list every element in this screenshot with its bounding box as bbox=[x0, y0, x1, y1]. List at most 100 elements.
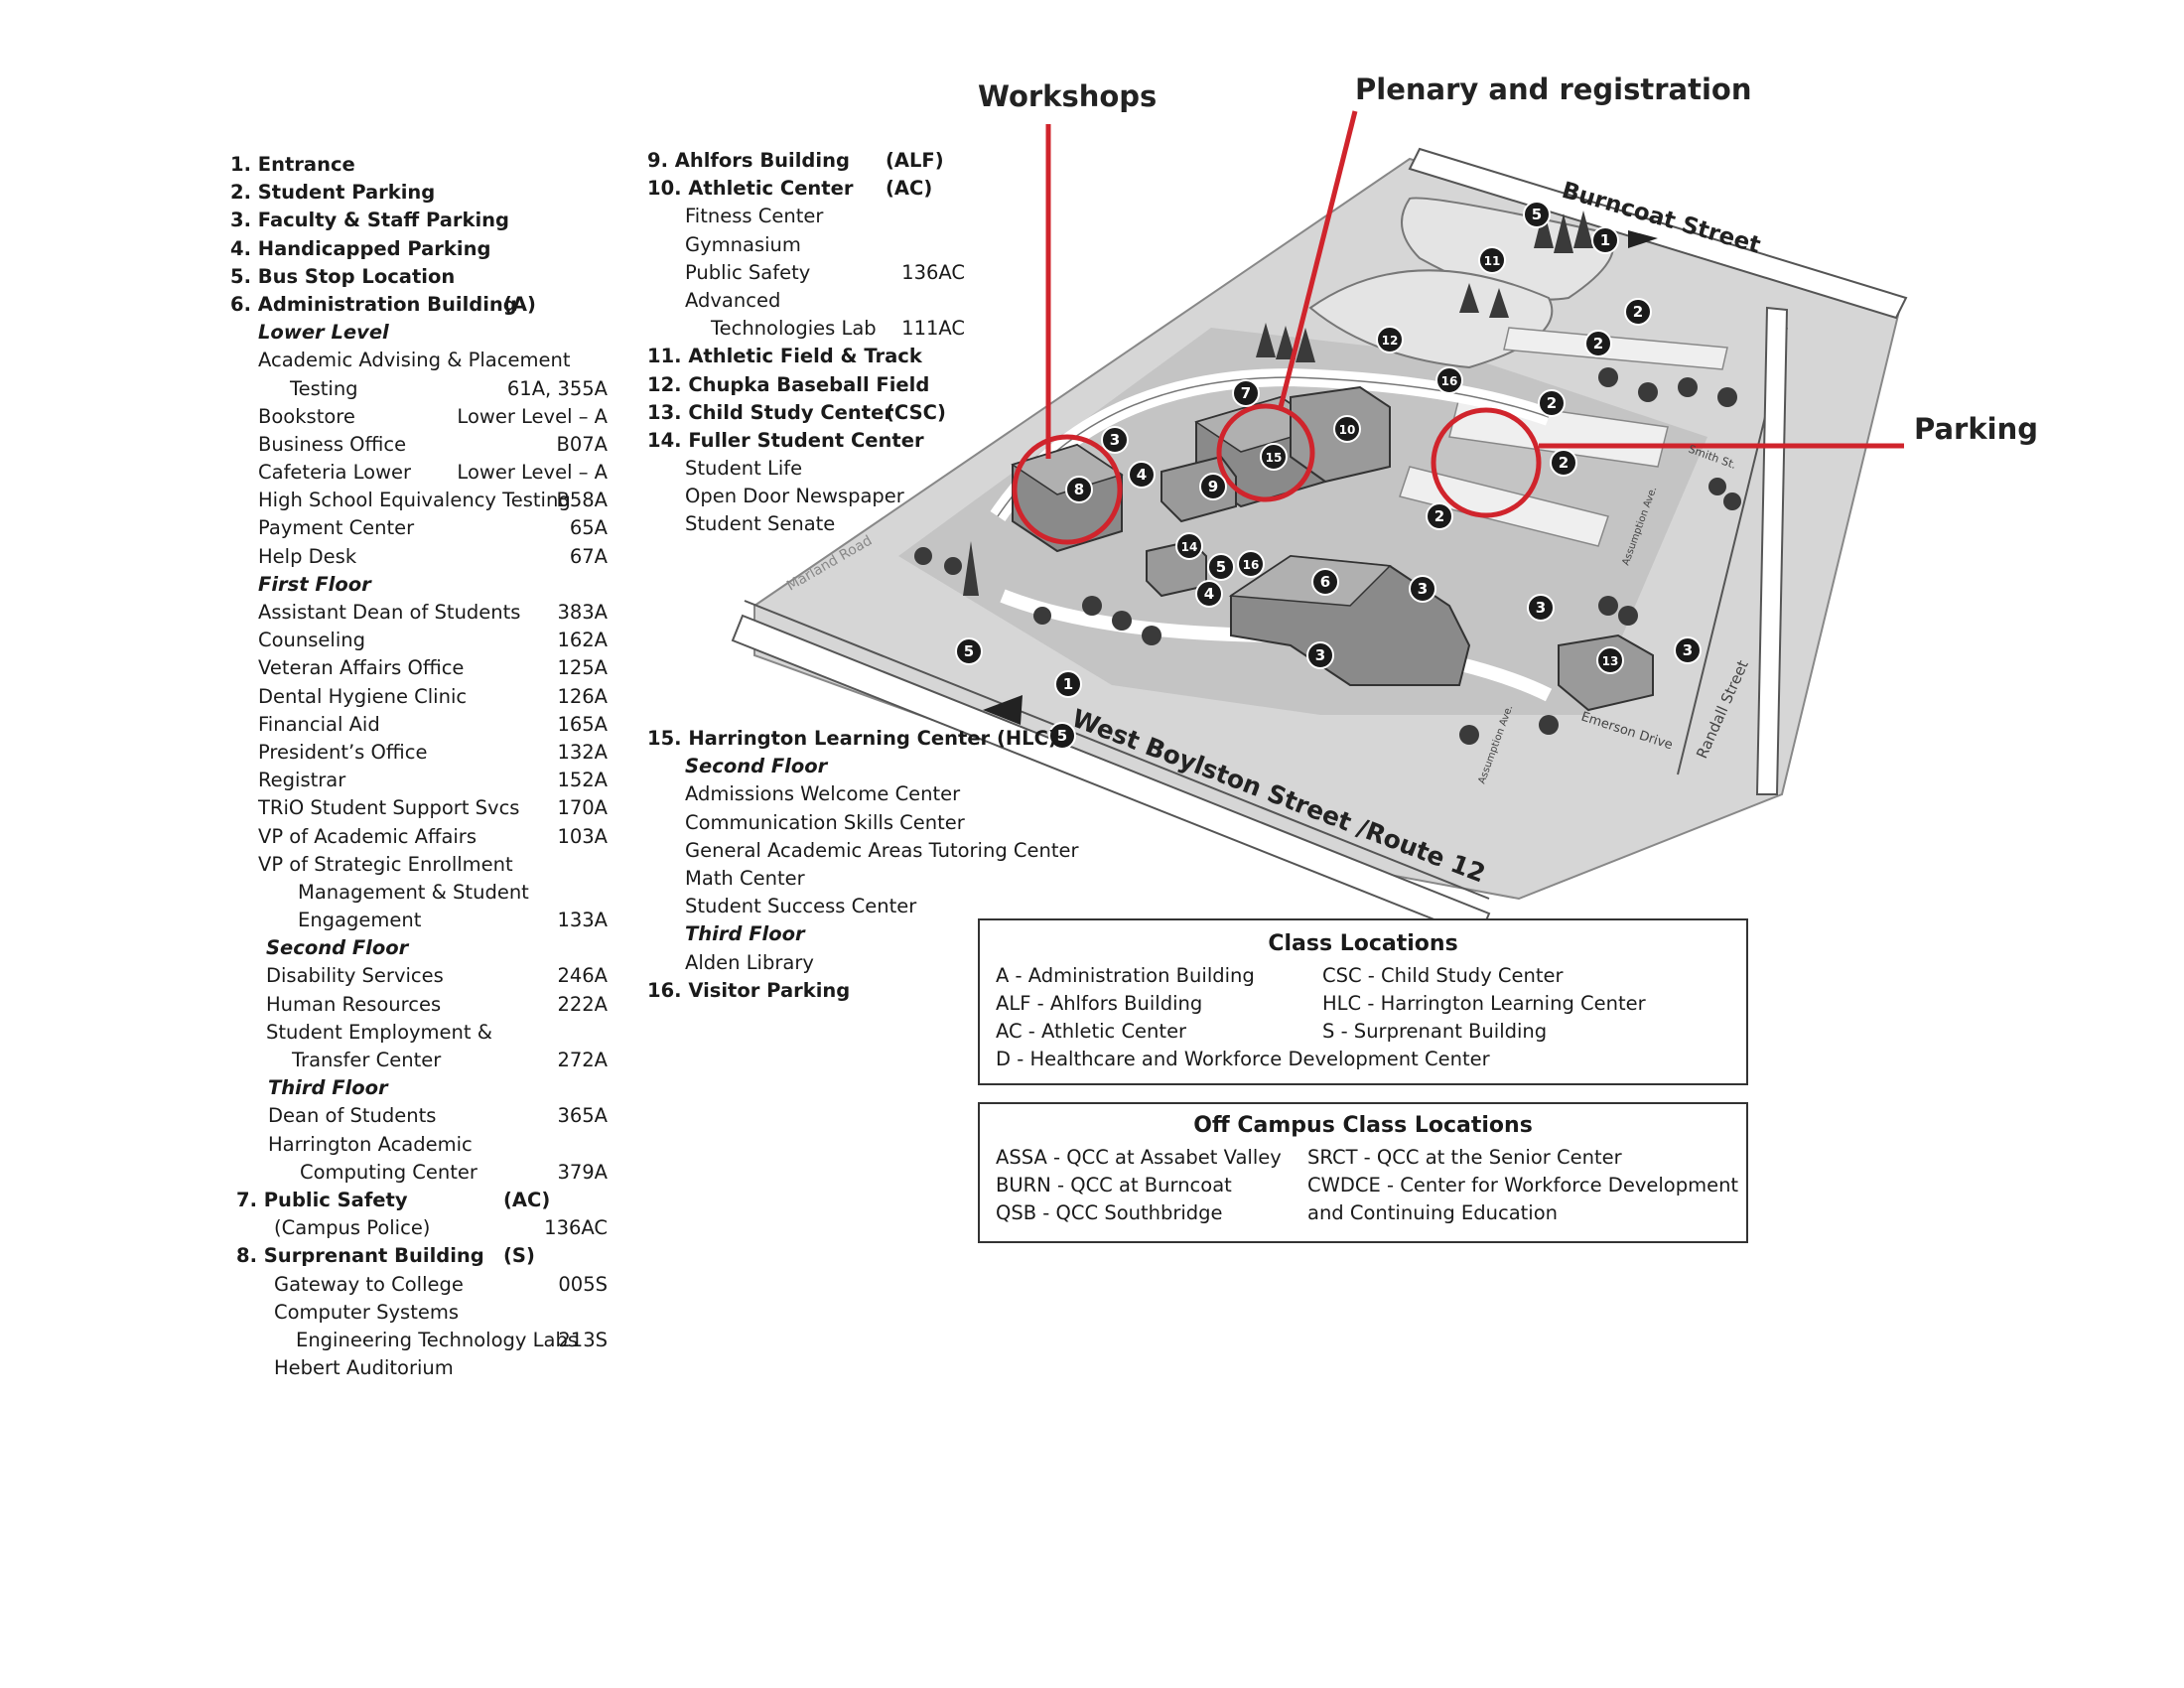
class-location-right-2: S - Surprenant Building bbox=[1322, 1020, 1548, 1043]
legend-label: 2. Student Parking bbox=[230, 181, 436, 205]
off-campus-left-1: BURN - QCC at Burncoat bbox=[996, 1174, 1232, 1196]
legend-row: 2. Student Parking bbox=[230, 179, 608, 207]
parking-lot-north bbox=[1503, 327, 1728, 370]
legend-label: Payment Center bbox=[258, 516, 415, 540]
legend-row: 3. Faculty & Staff Parking bbox=[230, 207, 608, 234]
legend-label: 13. Child Study Center bbox=[647, 400, 893, 424]
legend-row: Computer Systems bbox=[230, 1299, 608, 1327]
map-marker bbox=[1624, 298, 1652, 326]
class-location-left-2: AC - Athletic Center bbox=[996, 1020, 1187, 1043]
legend-label: Second Floor bbox=[266, 936, 409, 960]
legend-row: VP of Strategic Enrollment bbox=[230, 851, 608, 879]
callout-plenary-marker bbox=[1216, 110, 1358, 502]
legend-label: 14. Fuller Student Center bbox=[647, 428, 924, 452]
map-marker-label: 3 bbox=[1536, 599, 1546, 617]
legend-label: Testing bbox=[290, 376, 358, 400]
legend-label: Fitness Center bbox=[685, 205, 824, 228]
legend-row: 9. Ahlfors Building(ALF) bbox=[647, 147, 965, 175]
callout-workshops: Workshops bbox=[978, 79, 1158, 113]
callout-workshops-marker bbox=[1012, 124, 1123, 545]
map-marker bbox=[1054, 670, 1082, 698]
legend-row: Student Success Center bbox=[647, 893, 1104, 920]
legend-label: Student Senate bbox=[685, 512, 836, 536]
trees bbox=[914, 209, 1741, 745]
legend-label: (Campus Police) bbox=[274, 1216, 431, 1240]
legend-column-middle: 9. Ahlfors Building(ALF)10. Athletic Cen… bbox=[647, 147, 965, 539]
legend-row: 11. Athletic Field & Track bbox=[647, 343, 965, 370]
legend-row: Alden Library bbox=[647, 949, 1104, 977]
off-campus-left-2: QSB - QCC Southbridge bbox=[996, 1201, 1223, 1224]
map-marker-label: 2 bbox=[1633, 303, 1643, 321]
legend-row: Payment Center 65A bbox=[230, 514, 608, 542]
legend-label: Alden Library bbox=[685, 950, 814, 974]
legend-row: 15. Harrington Learning Center (HLC) bbox=[647, 725, 1104, 753]
map-marker bbox=[1260, 443, 1288, 471]
legend-row: Second Floor bbox=[230, 934, 608, 962]
legend-label: 8. Surprenant Building bbox=[236, 1244, 484, 1268]
map-marker bbox=[1207, 553, 1235, 581]
map-marker bbox=[1333, 415, 1361, 443]
legend-row: Lower Level bbox=[230, 319, 608, 347]
map-marker bbox=[1538, 389, 1566, 417]
legend-label: Gymnasium bbox=[685, 232, 801, 256]
legend-label: Admissions Welcome Center bbox=[685, 782, 961, 806]
legend-label: Third Floor bbox=[268, 1076, 388, 1100]
legend-row: Communication Skills Center bbox=[647, 809, 1104, 837]
legend-room: 136AC bbox=[901, 260, 965, 284]
map-marker-label: 8 bbox=[1074, 481, 1084, 498]
legend-label: Counseling bbox=[258, 629, 365, 652]
legend-row: Admissions Welcome Center bbox=[647, 780, 1104, 808]
legend-row: 10. Athletic Center(AC) bbox=[647, 175, 965, 203]
parking-lot-mid bbox=[1399, 466, 1609, 547]
map-marker bbox=[1237, 550, 1265, 578]
legend-room: 67A bbox=[569, 544, 608, 568]
legend-label: Student Life bbox=[685, 457, 803, 481]
map-marker bbox=[1584, 330, 1612, 357]
legend-label: First Floor bbox=[258, 572, 371, 596]
map-marker-label: 10 bbox=[1339, 423, 1356, 437]
map-marker-label: 5 bbox=[1216, 558, 1226, 576]
legend-label: Bookstore bbox=[258, 404, 355, 428]
class-location-right-0: CSC - Child Study Center bbox=[1322, 964, 1564, 987]
map-marker-label: 4 bbox=[1137, 466, 1147, 484]
legend-label: Academic Advising & Placement bbox=[258, 349, 571, 372]
map-marker-label: 4 bbox=[1204, 585, 1214, 603]
map-marker-label: 15 bbox=[1266, 451, 1283, 465]
map-marker bbox=[1306, 641, 1334, 669]
map-marker-label: 6 bbox=[1320, 573, 1330, 591]
legend-row: Student Employment & bbox=[230, 1019, 608, 1047]
legend-label: Veteran Affairs Office bbox=[258, 656, 465, 680]
map-marker bbox=[1065, 476, 1093, 503]
map-marker bbox=[1435, 366, 1463, 394]
map-marker bbox=[1311, 568, 1339, 596]
legend-label: VP of Academic Affairs bbox=[258, 824, 477, 848]
surprenant-building bbox=[1011, 443, 1124, 553]
legend-label: 15. Harrington Learning Center (HLC) bbox=[647, 727, 1057, 750]
map-marker bbox=[1195, 580, 1223, 608]
legend-row: 12. Chupka Baseball Field bbox=[647, 371, 965, 399]
legend-label: High School Equivalency Testing bbox=[258, 489, 571, 512]
legend-row: 4. Handicapped Parking bbox=[230, 235, 608, 263]
legend-label: Math Center bbox=[685, 866, 805, 890]
legend-code: (AC) bbox=[886, 177, 933, 201]
legend-room: 65A bbox=[569, 516, 608, 540]
legend-room: 246A bbox=[557, 964, 608, 988]
legend-row: Student Life bbox=[647, 455, 965, 483]
legend-room: 222A bbox=[557, 992, 608, 1016]
map-marker-label: 2 bbox=[1547, 394, 1557, 412]
legend-room: B07A bbox=[556, 432, 608, 456]
map-marker-label: 3 bbox=[1683, 641, 1693, 659]
legend-label: 7. Public Safety bbox=[236, 1188, 408, 1211]
legend-row: Fitness Center bbox=[647, 203, 965, 230]
legend-row: Second Floor bbox=[647, 753, 1104, 780]
map-marker bbox=[1128, 461, 1156, 489]
legend-label: VP of Strategic Enrollment bbox=[258, 852, 513, 876]
legend-row: Management & Student bbox=[230, 879, 608, 907]
map-marker bbox=[1596, 646, 1624, 674]
